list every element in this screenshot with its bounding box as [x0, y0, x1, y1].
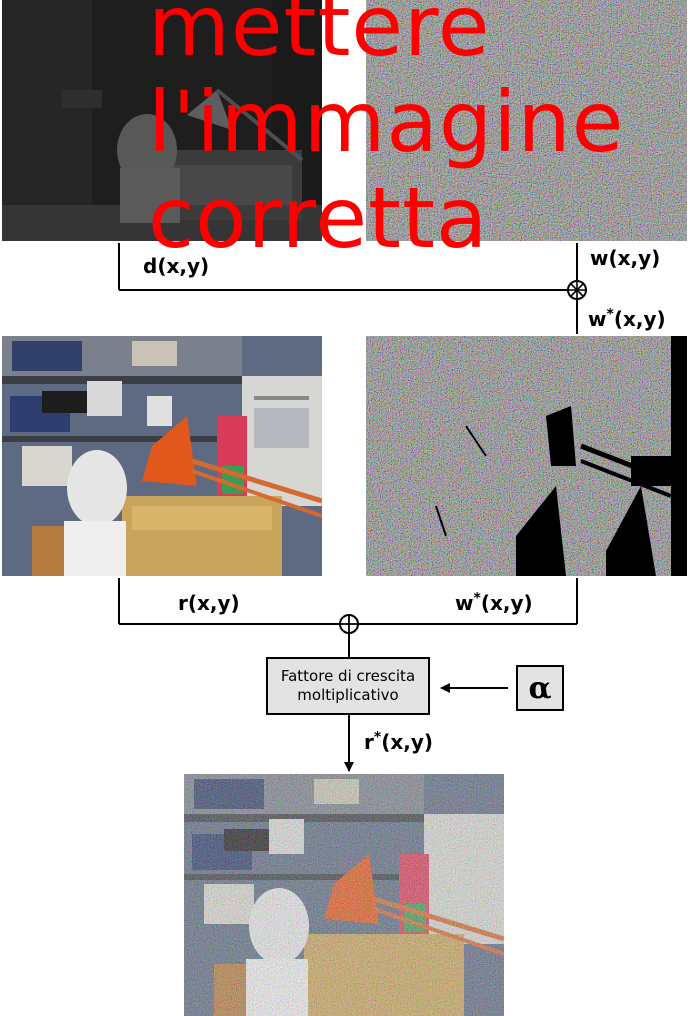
masked-watermark-image	[366, 336, 687, 576]
label-r: r(x,y)	[178, 591, 240, 615]
overlay-line2: l'immagine	[148, 73, 625, 171]
overlay-line3: corretta	[148, 169, 489, 267]
overlay-annotation: mettere l'immagine corretta	[148, 0, 624, 266]
growth-factor-line1: Fattore di crescita	[280, 667, 416, 685]
watermark-noise-image	[366, 0, 687, 241]
alpha-input-block: α	[516, 665, 564, 711]
growth-factor-line2: moltiplicativo	[297, 686, 399, 704]
original-image	[2, 336, 322, 576]
watermarked-output-image	[184, 774, 504, 1016]
label-w-star-mid: w*(x,y)	[455, 590, 533, 615]
multiply-operator-icon	[567, 280, 587, 300]
add-operator-icon	[339, 614, 359, 634]
label-w-star-top: w*(x,y)	[588, 306, 666, 331]
overlay-line1: mettere	[148, 0, 491, 75]
depth-map-image	[2, 0, 322, 241]
label-d: d(x,y)	[143, 254, 210, 278]
label-w: w(x,y)	[590, 246, 661, 270]
growth-factor-block: Fattore di crescita moltiplicativo	[266, 657, 430, 715]
label-r-star: r*(x,y)	[364, 729, 434, 754]
